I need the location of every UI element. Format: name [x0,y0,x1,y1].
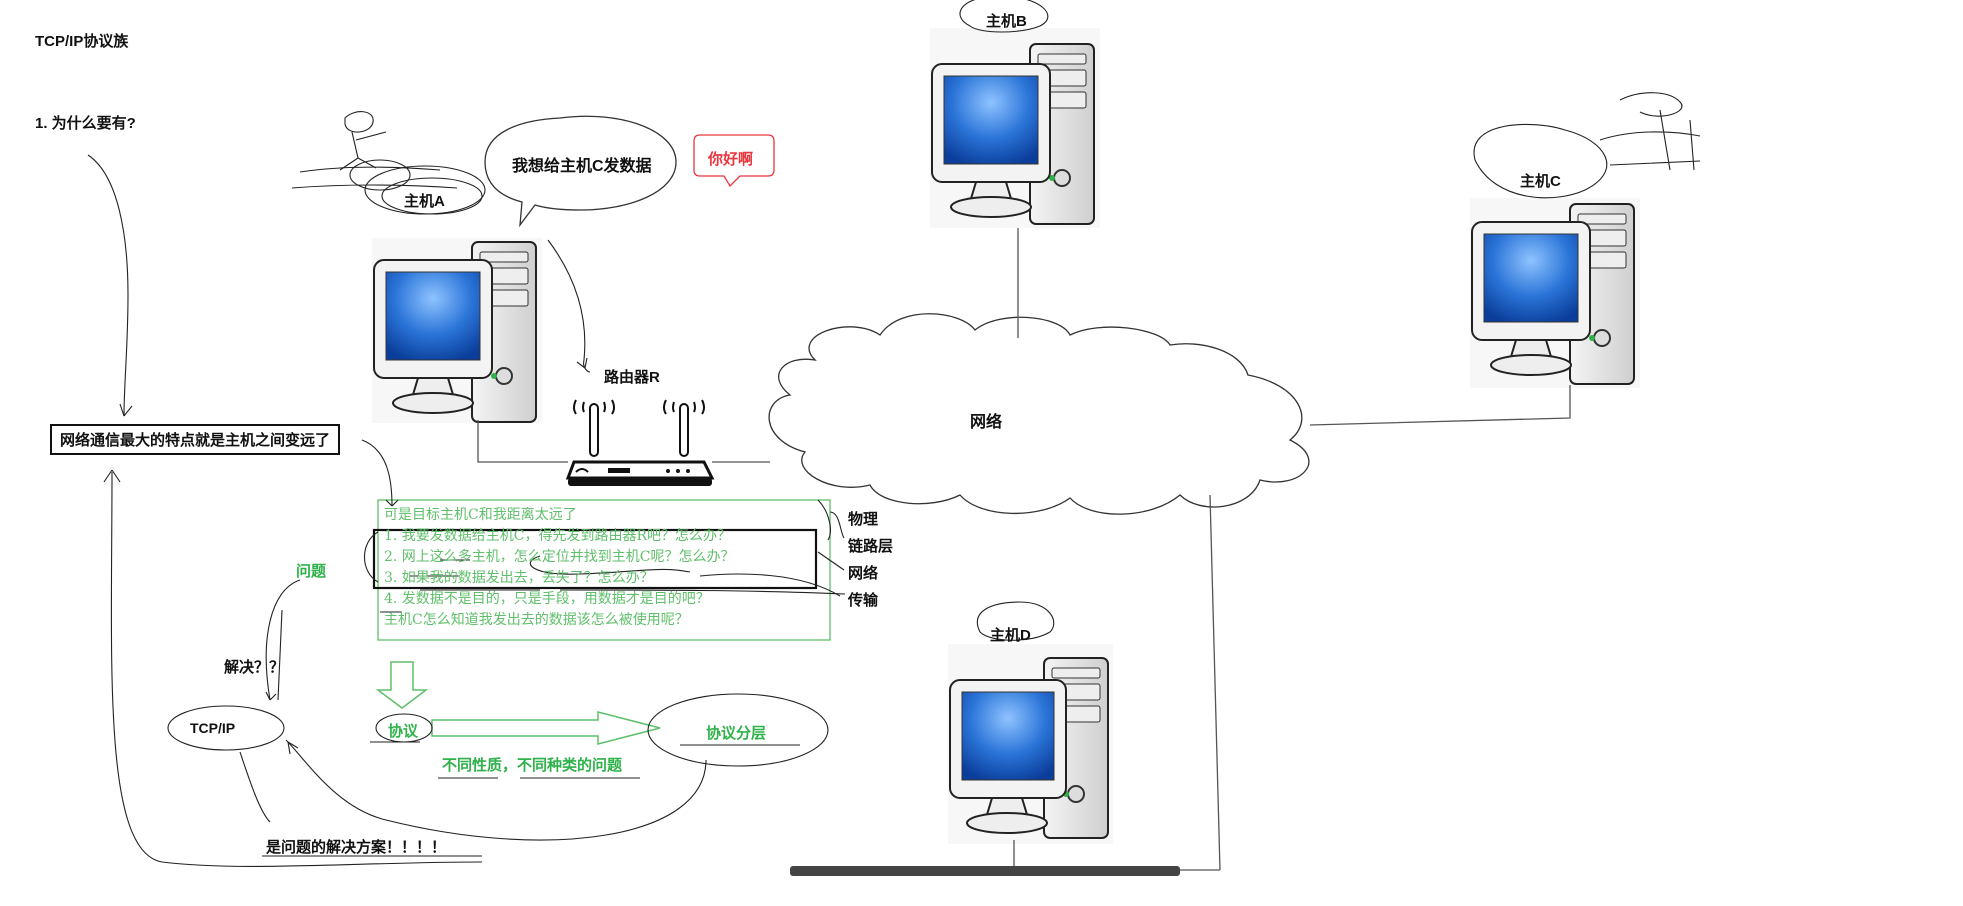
issue-item: 1. 我要发数据给主机C，得先发到路由器R吧？怎么办？ [384,528,732,544]
network-cloud [768,313,1310,515]
tcpip-label: TCP/IP [190,720,236,736]
issues-heading: 可是目标主机C和我距离太远了 [384,507,577,523]
bubble-text: 我想给主机C发数据 [512,158,652,175]
host-b-label: 主机B [986,13,1027,30]
handwritten-annotations [87,0,1701,867]
speech-bubble [484,115,677,228]
host-a-label: 主机A [404,193,445,210]
issues-box [377,499,831,641]
network-label: 网络 [970,414,1003,431]
computer-icon-host-c [1470,198,1640,388]
host-d-label: 主机D [990,627,1031,644]
issue-item: 4. 发数据不是目的，只是手段，用数据才是目的吧？ [384,591,710,607]
router-label: 路由器R [604,369,660,386]
different-problems-label: 不同性质，不同种类的问题 [442,757,623,774]
page-title: TCP/IP协议族 [35,33,129,50]
feature-box: 网络通信最大的特点就是主机之间变远了 [50,424,341,455]
computer-icon-host-a [372,238,542,423]
issue-item: 3. 如果我的数据发出去，丢失了？怎么办？ [384,570,654,586]
answer-label: 是问题的解决方案！！！！ [266,839,447,856]
layer-label-transport: 传输 [848,592,879,609]
host-c-label: 主机C [1520,173,1561,190]
bottom-bar [790,866,1180,876]
question-heading: 1. 为什么要有? [35,115,136,132]
layer-label-physical: 物理 [848,511,879,528]
solve-label: 解决？？ [224,659,285,676]
computer-icon-host-b [930,28,1100,228]
down-arrow [375,661,429,709]
layer-label-network: 网络 [848,565,879,582]
problem-label: 问题 [296,563,327,580]
hello-text: 你好啊 [708,151,754,168]
layering-label: 协议分层 [706,725,767,742]
protocol-label: 协议 [388,723,419,740]
computer-icon-host-d [948,644,1113,844]
layer-highlight-box [372,528,818,590]
issue-item: 2. 网上这么多主机，怎么定位并找到主机C呢？怎么办？ [384,549,735,565]
hello-bubble [693,134,775,188]
issue-item: 主机C怎么知道我发出去的数据该怎么被使用呢？ [384,612,689,628]
router-icon [565,399,715,486]
right-arrow [431,711,661,745]
layer-label-link: 链路层 [848,538,894,555]
